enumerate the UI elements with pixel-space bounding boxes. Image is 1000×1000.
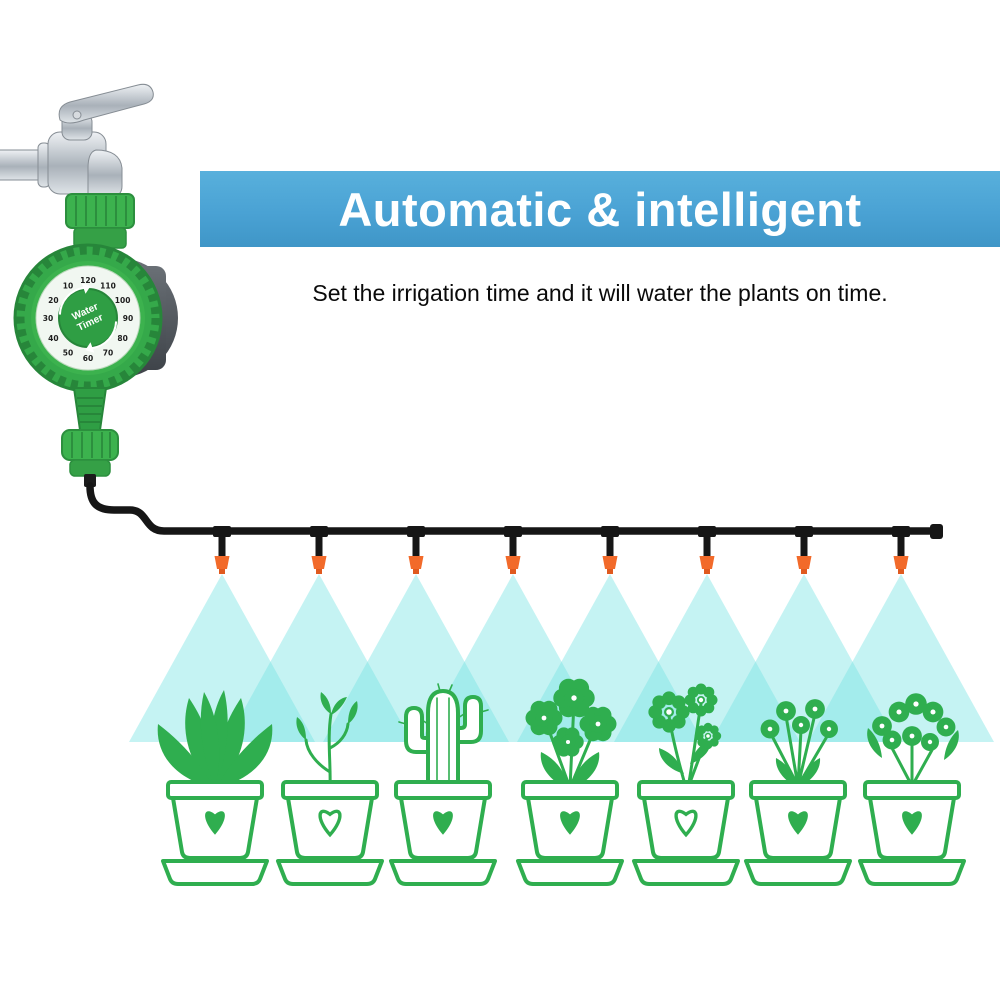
plant-pot-group	[516, 678, 624, 886]
timer-dial-number: 40	[48, 334, 58, 343]
plant-pot-group	[389, 683, 497, 886]
faucet-graphic	[0, 83, 154, 197]
nozzle-assembly	[795, 526, 813, 574]
faucet-handle	[58, 83, 154, 124]
nozzle-assembly	[601, 526, 619, 574]
plant-pot-group	[157, 690, 273, 886]
timer-dial-number: 50	[63, 349, 73, 358]
nozzle-assembly	[504, 526, 522, 574]
product-banner: Automatic & intelligent	[200, 171, 1000, 247]
taper-ribs	[77, 397, 103, 423]
banner-subtitle: Set the irrigation time and it will wate…	[312, 280, 888, 306]
arrow-icon	[85, 342, 95, 353]
connector-ribs	[71, 432, 111, 458]
faucet-handle-screw	[72, 110, 82, 120]
nozzle-assembly	[213, 526, 231, 574]
hose-adapter	[65, 193, 135, 249]
timer-dial-number: 120	[80, 276, 96, 285]
plant-pot-group	[744, 699, 852, 886]
timer-dial-number: 10	[63, 281, 73, 290]
irrigation-tube	[86, 482, 940, 535]
timer-dial-number: 80	[117, 334, 127, 343]
timer-dial-numbers: 120 110 100 90 80 70 60 50 40 30 20 10	[43, 276, 133, 363]
nozzle-assembly	[892, 526, 910, 574]
timer-dial-number: 90	[123, 314, 133, 323]
banner-title: Automatic & intelligent	[338, 182, 862, 236]
plant-graphic	[157, 690, 273, 790]
timer-dial-knurl	[15, 245, 161, 391]
timer-dial-number: 20	[48, 296, 58, 305]
nozzle-assembly	[407, 526, 425, 574]
timer-dial-number: 110	[100, 281, 116, 290]
timer-dial-number: 60	[83, 354, 93, 363]
tube-end-plug	[930, 524, 943, 539]
plant-pot-group	[632, 683, 740, 886]
water-timer-device: 120 110 100 90 80 70 60 50 40 30 20 10 W…	[13, 243, 178, 487]
arrow-icon	[81, 283, 91, 294]
nozzle-assembly	[310, 526, 328, 574]
timer-dial-number: 70	[103, 349, 113, 358]
nozzle-assembly	[698, 526, 716, 574]
timer-dial-number: 100	[115, 296, 131, 305]
timer-outlet-taper	[72, 387, 108, 431]
plant-pot-group	[858, 693, 966, 886]
plant-graphic	[398, 683, 489, 792]
timer-dial-number: 30	[43, 314, 53, 323]
faucet-spout	[87, 149, 123, 197]
connector-collar	[69, 459, 111, 477]
plant-pot-group	[276, 692, 384, 886]
